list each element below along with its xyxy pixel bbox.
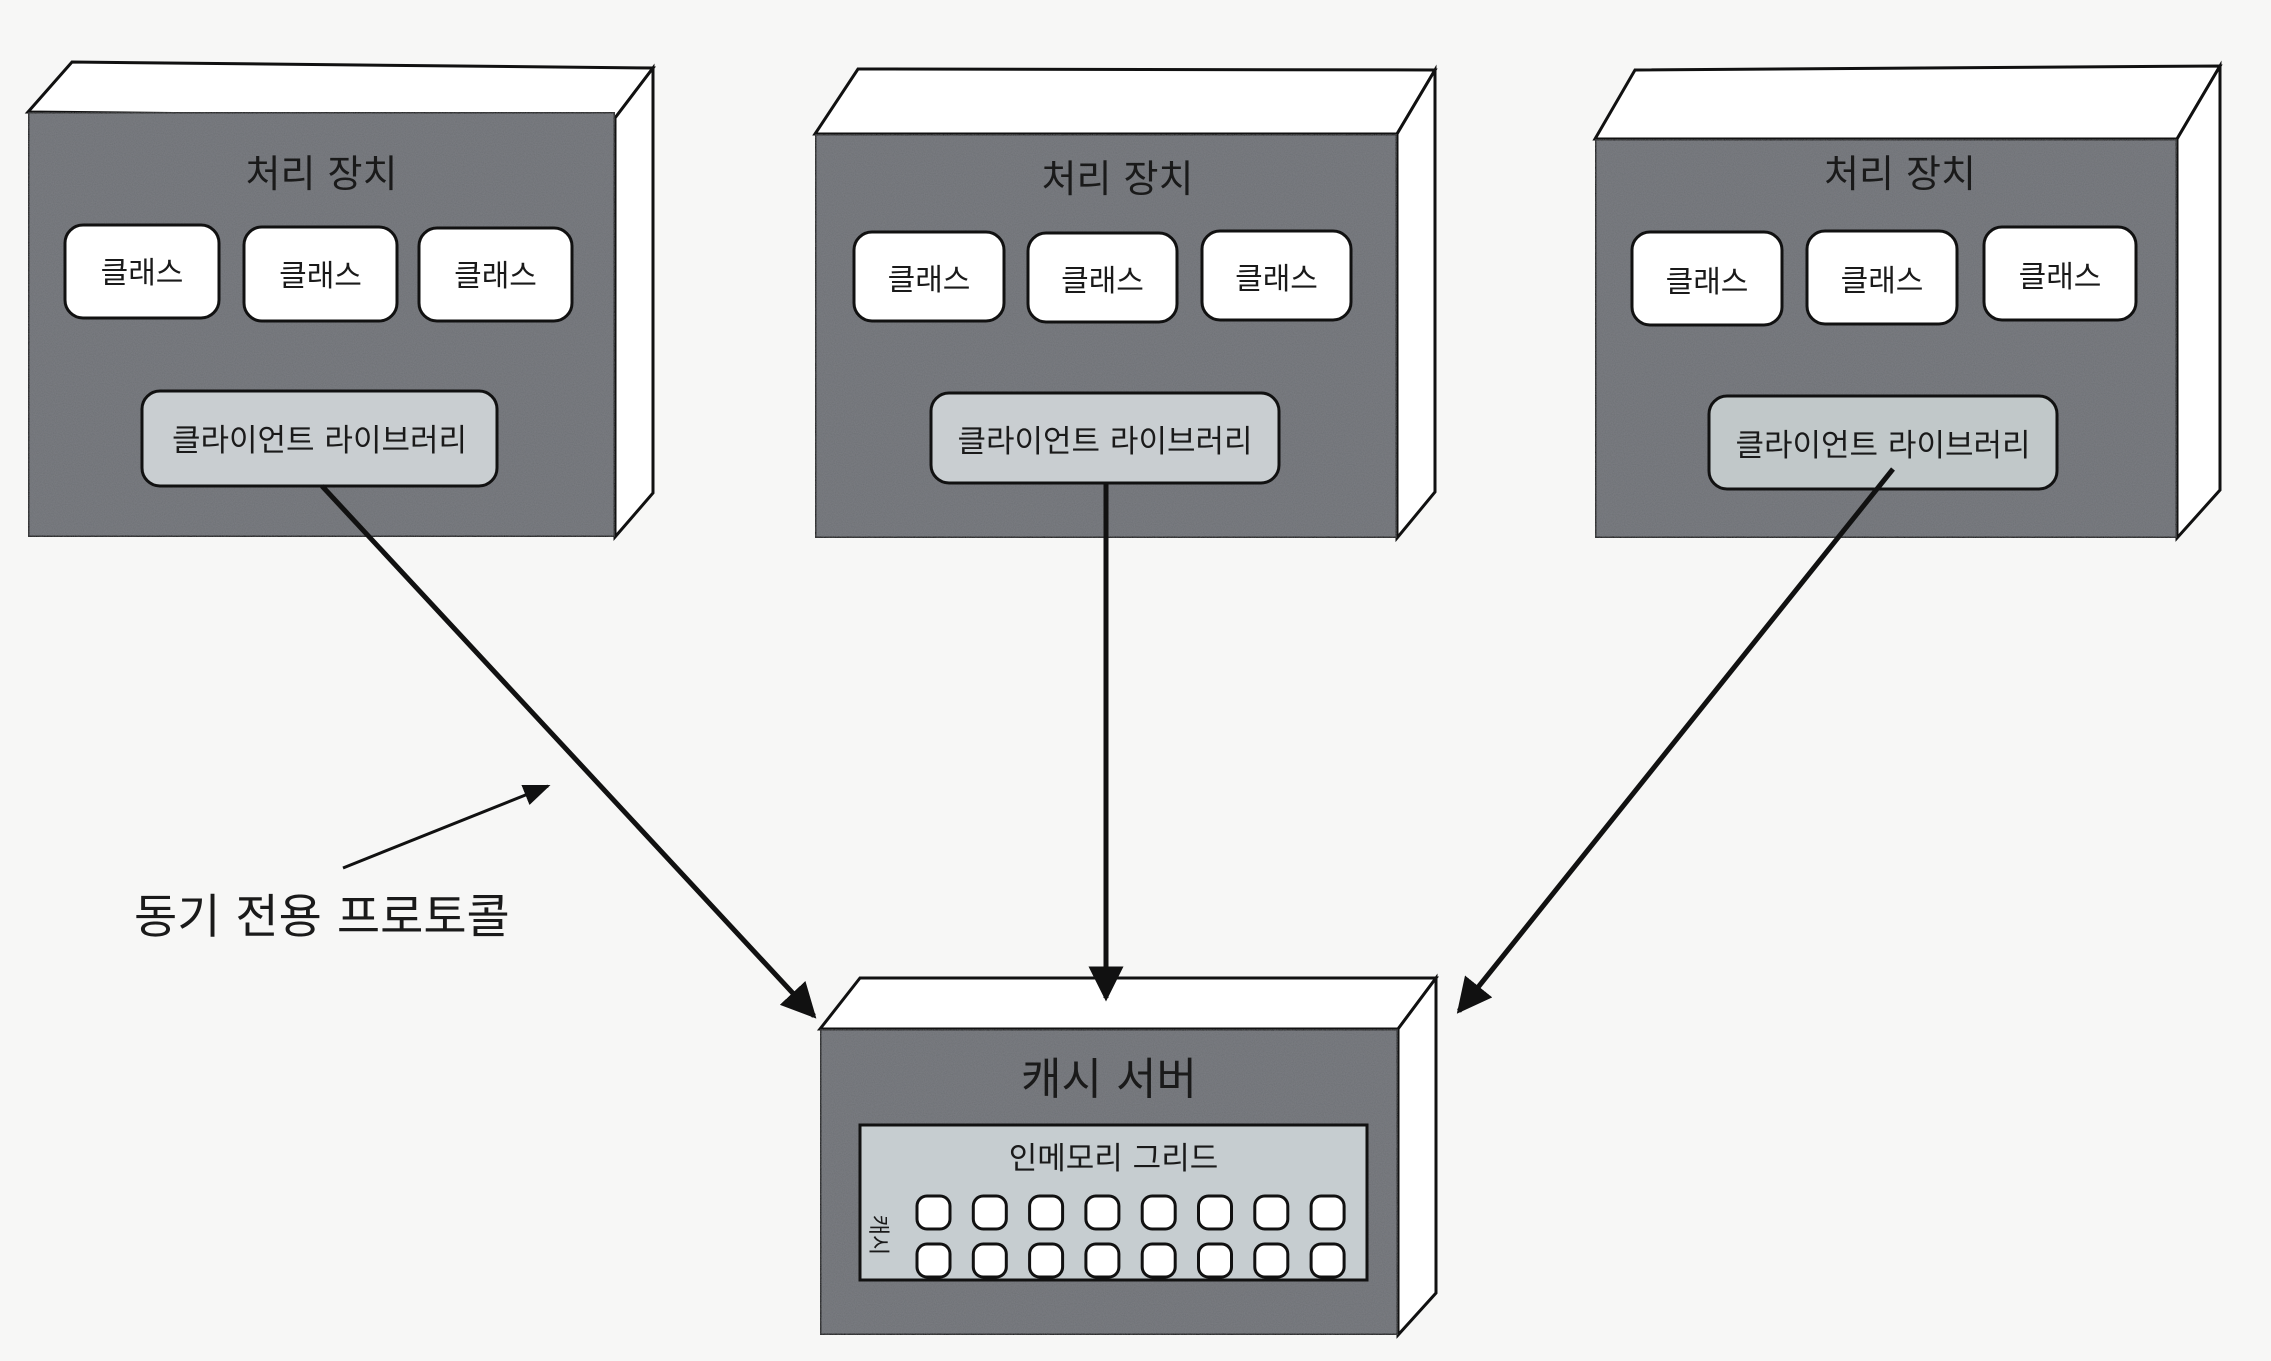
cache-cell bbox=[1084, 1194, 1121, 1231]
cache-server-title: 캐시 서버 bbox=[1021, 1054, 1197, 1105]
grid-cells bbox=[915, 1194, 1346, 1279]
processing-unit-1 bbox=[24, 60, 657, 542]
class-label: 클래스 bbox=[1665, 264, 1749, 300]
class-label: 클래스 bbox=[887, 262, 971, 298]
box-side-face bbox=[613, 63, 655, 542]
client-library-box bbox=[1707, 394, 2059, 491]
cache-cell bbox=[1140, 1194, 1177, 1231]
client-library-label: 클라이언트 라이브러리 bbox=[171, 423, 468, 459]
cache-server bbox=[816, 973, 1439, 1339]
cache-cell bbox=[1197, 1194, 1233, 1231]
cache-cell bbox=[1140, 1242, 1177, 1279]
client-library-box bbox=[140, 389, 499, 488]
client-library-label: 클라이언트 라이브러리 bbox=[1735, 428, 2031, 464]
box-top-face bbox=[24, 60, 657, 120]
class-box bbox=[1805, 229, 1959, 326]
class-box bbox=[852, 230, 1006, 323]
class-box bbox=[1630, 230, 1784, 327]
class-box bbox=[1982, 225, 2138, 322]
box-side-face bbox=[2175, 60, 2222, 542]
processing-unit-title: 처리 장치 bbox=[1824, 151, 1976, 196]
class-box bbox=[242, 225, 399, 323]
box-side-face bbox=[1395, 64, 1437, 543]
class-label: 클래스 bbox=[454, 259, 537, 294]
class-box bbox=[1200, 229, 1353, 322]
box-top-face bbox=[1592, 64, 2223, 141]
processing-unit-2 bbox=[812, 64, 1438, 543]
processing-unit-title: 처리 장치 bbox=[245, 151, 398, 196]
cache-cell bbox=[915, 1242, 952, 1279]
in-memory-grid-title: 인메모리 그리드 bbox=[1008, 1140, 1219, 1177]
client-library-label: 클라이언트 라이브러리 bbox=[957, 423, 1253, 460]
cache-cell bbox=[1084, 1242, 1121, 1279]
class-label: 클래스 bbox=[1235, 261, 1318, 297]
cache-cell bbox=[915, 1194, 952, 1231]
annotation-pointer-arrow bbox=[342, 784, 551, 870]
processing-unit-3 bbox=[1592, 60, 2223, 542]
cache-cell bbox=[1028, 1242, 1065, 1279]
class-label: 클래스 bbox=[1840, 263, 1924, 299]
cache-cell bbox=[1253, 1242, 1290, 1279]
cache-cell bbox=[1253, 1194, 1290, 1231]
class-label: 클래스 bbox=[279, 259, 362, 294]
class-label: 클래스 bbox=[1061, 263, 1144, 299]
class-label: 클래스 bbox=[100, 256, 184, 291]
class-box bbox=[1026, 231, 1179, 324]
cache-cell bbox=[971, 1242, 1008, 1279]
cache-cell bbox=[971, 1194, 1008, 1231]
cache-cell bbox=[1028, 1194, 1065, 1231]
box-top-face bbox=[812, 67, 1438, 136]
processing-unit-title: 처리 장치 bbox=[1041, 156, 1194, 201]
box-side-face bbox=[1396, 973, 1438, 1339]
cache-cell bbox=[1197, 1242, 1233, 1279]
class-label: 클래스 bbox=[2018, 259, 2102, 295]
sync-protocol-annotation: 동기 전용 프로토콜 bbox=[134, 889, 510, 945]
cache-cell bbox=[1309, 1194, 1346, 1231]
class-box bbox=[417, 226, 574, 323]
connection-arrow-1 bbox=[320, 484, 817, 1019]
class-box bbox=[63, 223, 221, 320]
connection-arrow-3 bbox=[1456, 467, 1895, 1014]
cache-cell bbox=[1309, 1242, 1346, 1279]
cache-label: 캐시 bbox=[865, 1214, 890, 1256]
box-top-face bbox=[816, 976, 1439, 1031]
